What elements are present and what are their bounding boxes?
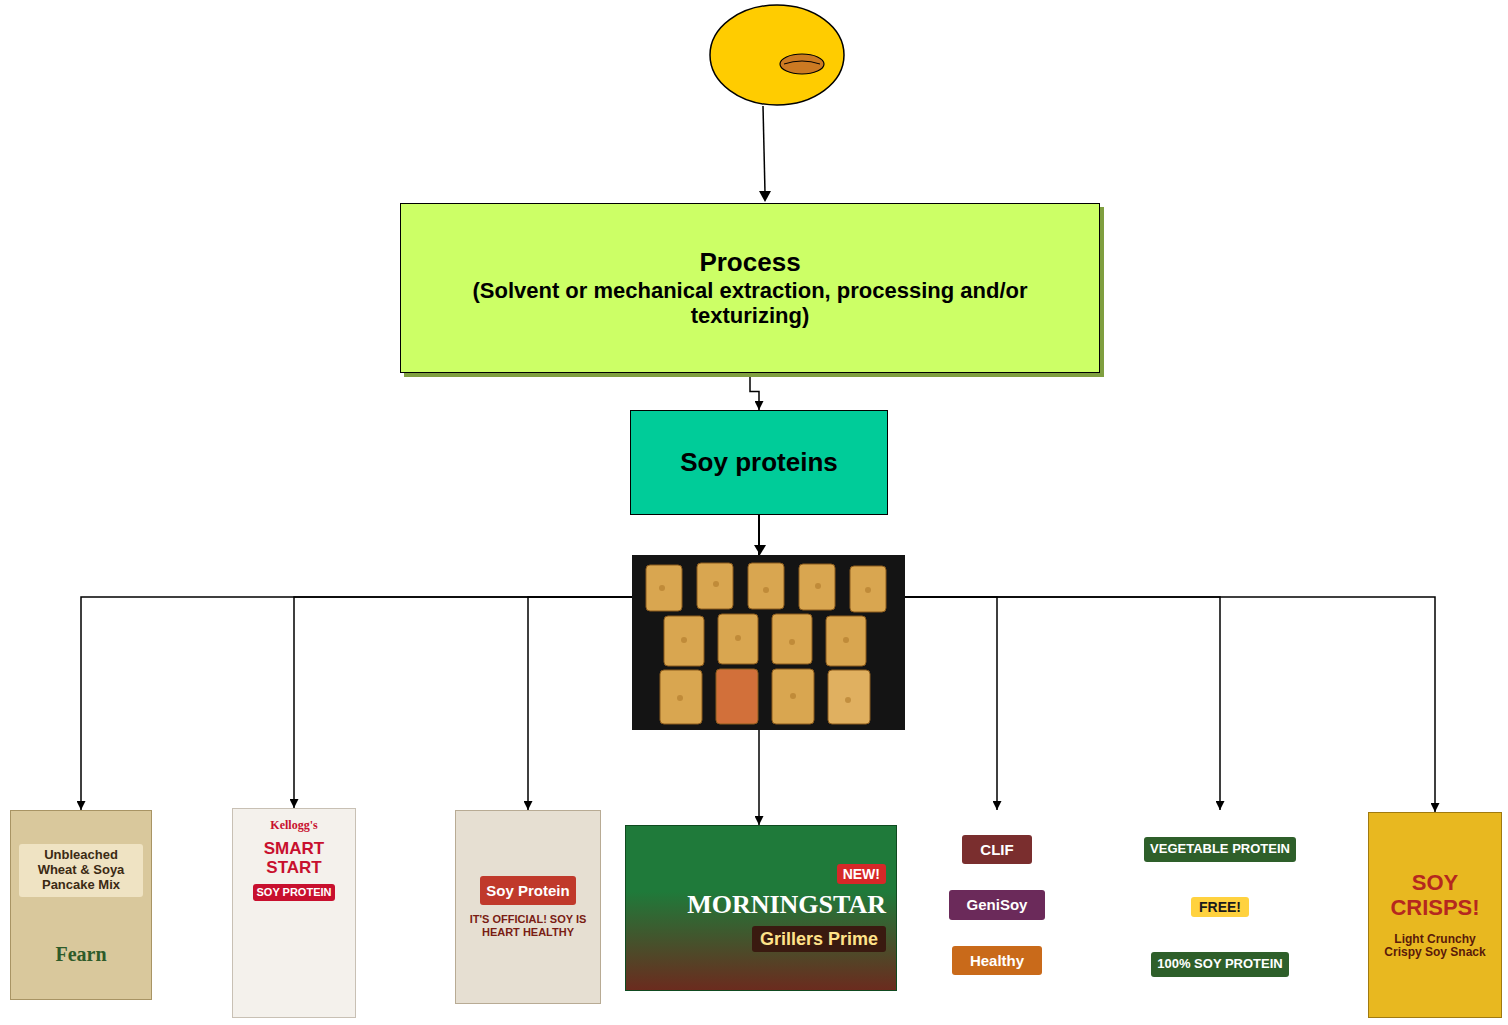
product-name: Grillers Prime bbox=[752, 926, 886, 953]
product-name: SMART START bbox=[239, 839, 349, 878]
bread-package: Soy ProteinIT'S OFFICIAL! SOY IS HEART H… bbox=[455, 810, 601, 1004]
package-label: Soy Protein bbox=[480, 876, 575, 905]
input-arrow bbox=[759, 106, 771, 202]
product-box: Soy proteins bbox=[630, 410, 888, 515]
package-claim: IT'S OFFICIAL! SOY IS HEART HEALTHY bbox=[464, 913, 592, 938]
product-name: SOY CRISPS! bbox=[1375, 870, 1495, 921]
brand-name: Fearn bbox=[55, 943, 106, 966]
cereal-package: Kellogg'sSMART START SOY PROTEIN bbox=[232, 808, 356, 1018]
process-description: (Solvent or mechanical extraction, proce… bbox=[417, 278, 1083, 329]
brand-name: Kellogg's bbox=[270, 819, 317, 833]
can-label: 100% SOY PROTEIN bbox=[1151, 952, 1288, 977]
bar-wrapper: Healthy bbox=[952, 946, 1042, 975]
package-badge: NEW! bbox=[837, 864, 886, 884]
product-title: Soy proteins bbox=[680, 448, 837, 478]
process-title: Process bbox=[699, 248, 800, 278]
soy-protein-photo bbox=[632, 545, 905, 730]
bar-wrapper: CLIF bbox=[962, 835, 1031, 864]
protein-powder-cans: VEGETABLE PROTEIN FREE! 100% SOY PROTEIN bbox=[1128, 810, 1312, 1004]
veggie-burger-package: NEW! MORNINGSTAR Grillers Prime bbox=[625, 825, 897, 991]
package-label: SOY PROTEIN bbox=[253, 884, 336, 901]
pancake-mix-package: Unbleached Wheat & Soya Pancake MixFearn bbox=[10, 810, 152, 1000]
protein-bars: CLIF GeniSoyHealthy bbox=[922, 810, 1072, 1000]
brand-name: MORNINGSTAR bbox=[687, 890, 886, 920]
can-label: VEGETABLE PROTEIN bbox=[1144, 837, 1296, 862]
soybean-icon bbox=[710, 5, 844, 105]
flow-arrow bbox=[750, 373, 759, 410]
process-box: Process(Solvent or mechanical extraction… bbox=[400, 203, 1100, 373]
package-claim: Light Crunchy Crispy Soy Snack bbox=[1375, 933, 1495, 961]
can-badge: FREE! bbox=[1191, 897, 1249, 917]
soy-crisps-bag: SOY CRISPS! Light Crunchy Crispy Soy Snac… bbox=[1368, 812, 1502, 1018]
package-label: Unbleached Wheat & Soya Pancake Mix bbox=[19, 844, 143, 897]
bar-wrapper: GeniSoy bbox=[949, 890, 1046, 919]
